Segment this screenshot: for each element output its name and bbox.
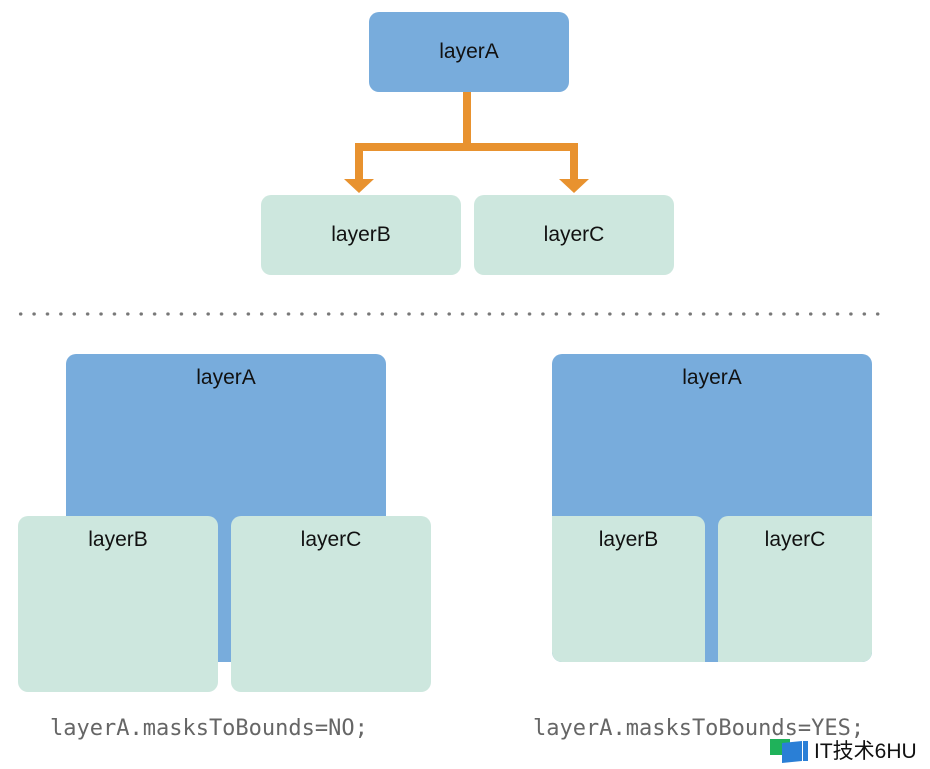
dotted-divider [14, 312, 880, 316]
hierarchy-arrows [344, 92, 589, 193]
watermark-logo-icon [770, 739, 808, 763]
watermark: IT技术6HU [768, 735, 917, 765]
left-layer-c: layerC [231, 516, 431, 692]
left-caption: layerA.masksToBounds=NO; [50, 716, 368, 741]
right-layer-b: layerB [552, 516, 705, 662]
watermark-text: IT技术6HU [814, 740, 917, 763]
tree-layer-b: layerB [261, 195, 461, 275]
tree-layer-a: layerA [369, 12, 569, 92]
right-layer-c: layerC [718, 516, 872, 662]
arrow-icon [344, 92, 589, 193]
tree-layer-c: layerC [474, 195, 674, 275]
right-layer-a: layerA [682, 366, 742, 389]
left-layer-b: layerB [18, 516, 218, 692]
right-layer-a-container: layerA layerB layerC [552, 354, 872, 662]
right-caption: layerA.masksToBounds=YES; [533, 716, 865, 741]
